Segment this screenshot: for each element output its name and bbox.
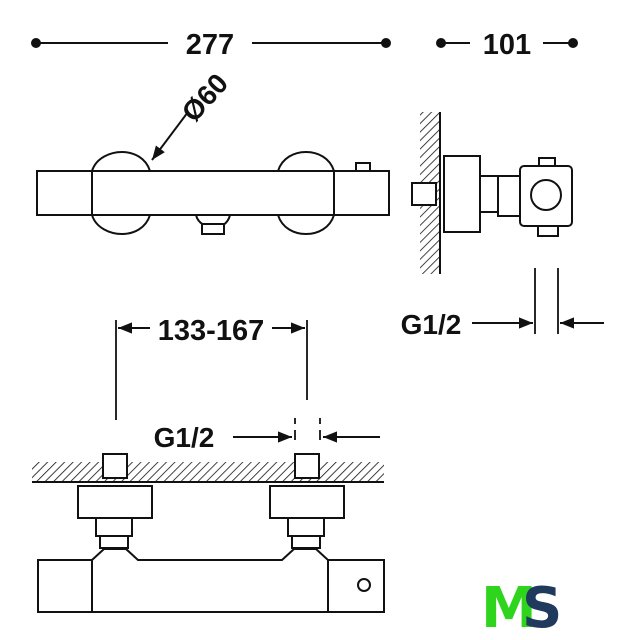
left-handle-top — [91, 150, 151, 172]
safety-button — [355, 162, 371, 172]
length-label: 277 — [186, 29, 234, 61]
plan-body — [37, 548, 385, 613]
right-escutcheon — [269, 485, 345, 519]
mixer-body — [36, 170, 390, 216]
side-connection-label: G1/2 — [401, 309, 462, 340]
left-connector — [95, 517, 133, 537]
depth-label: 101 — [483, 29, 531, 61]
right-connector — [287, 517, 325, 537]
side-outlet — [537, 225, 559, 237]
right-handle-bottom — [277, 214, 335, 236]
dimension-endpoint-dot — [568, 38, 578, 48]
ms-logo: M S — [481, 576, 562, 640]
inlet-spacing-label: 133-167 — [158, 315, 264, 347]
logo-letter-s: S — [522, 576, 562, 640]
escutcheon — [443, 155, 481, 233]
side-top-cap — [538, 157, 556, 167]
left-inlet-stub — [102, 453, 128, 479]
logo-letter-m: M — [481, 576, 537, 640]
outlet-nozzle — [201, 223, 225, 235]
dimension-endpoint-dot — [381, 38, 391, 48]
bottom-connection-dimension — [233, 418, 380, 443]
union-nut — [497, 175, 521, 217]
side-handle-circle — [530, 179, 562, 211]
inlet-spacing-dimension — [115, 320, 308, 420]
diameter-callout — [151, 111, 189, 161]
right-union — [291, 535, 321, 549]
right-inlet-stub — [294, 453, 320, 479]
wall-hatch — [32, 462, 384, 482]
left-escutcheon — [77, 485, 153, 519]
length-dimension — [31, 38, 391, 48]
front-view — [36, 150, 390, 236]
right-handle-top — [277, 150, 335, 172]
depth-dimension — [436, 38, 578, 48]
wall-inlet-stub — [411, 182, 437, 206]
left-handle-bottom — [91, 214, 151, 236]
safety-button-hole — [357, 578, 371, 592]
plan-view — [32, 453, 385, 613]
left-union — [99, 535, 129, 549]
side-view — [411, 112, 604, 334]
eccentric-connector — [479, 175, 499, 213]
bottom-connection-label: G1/2 — [154, 422, 215, 453]
diameter-label: Ø60 — [176, 68, 234, 128]
